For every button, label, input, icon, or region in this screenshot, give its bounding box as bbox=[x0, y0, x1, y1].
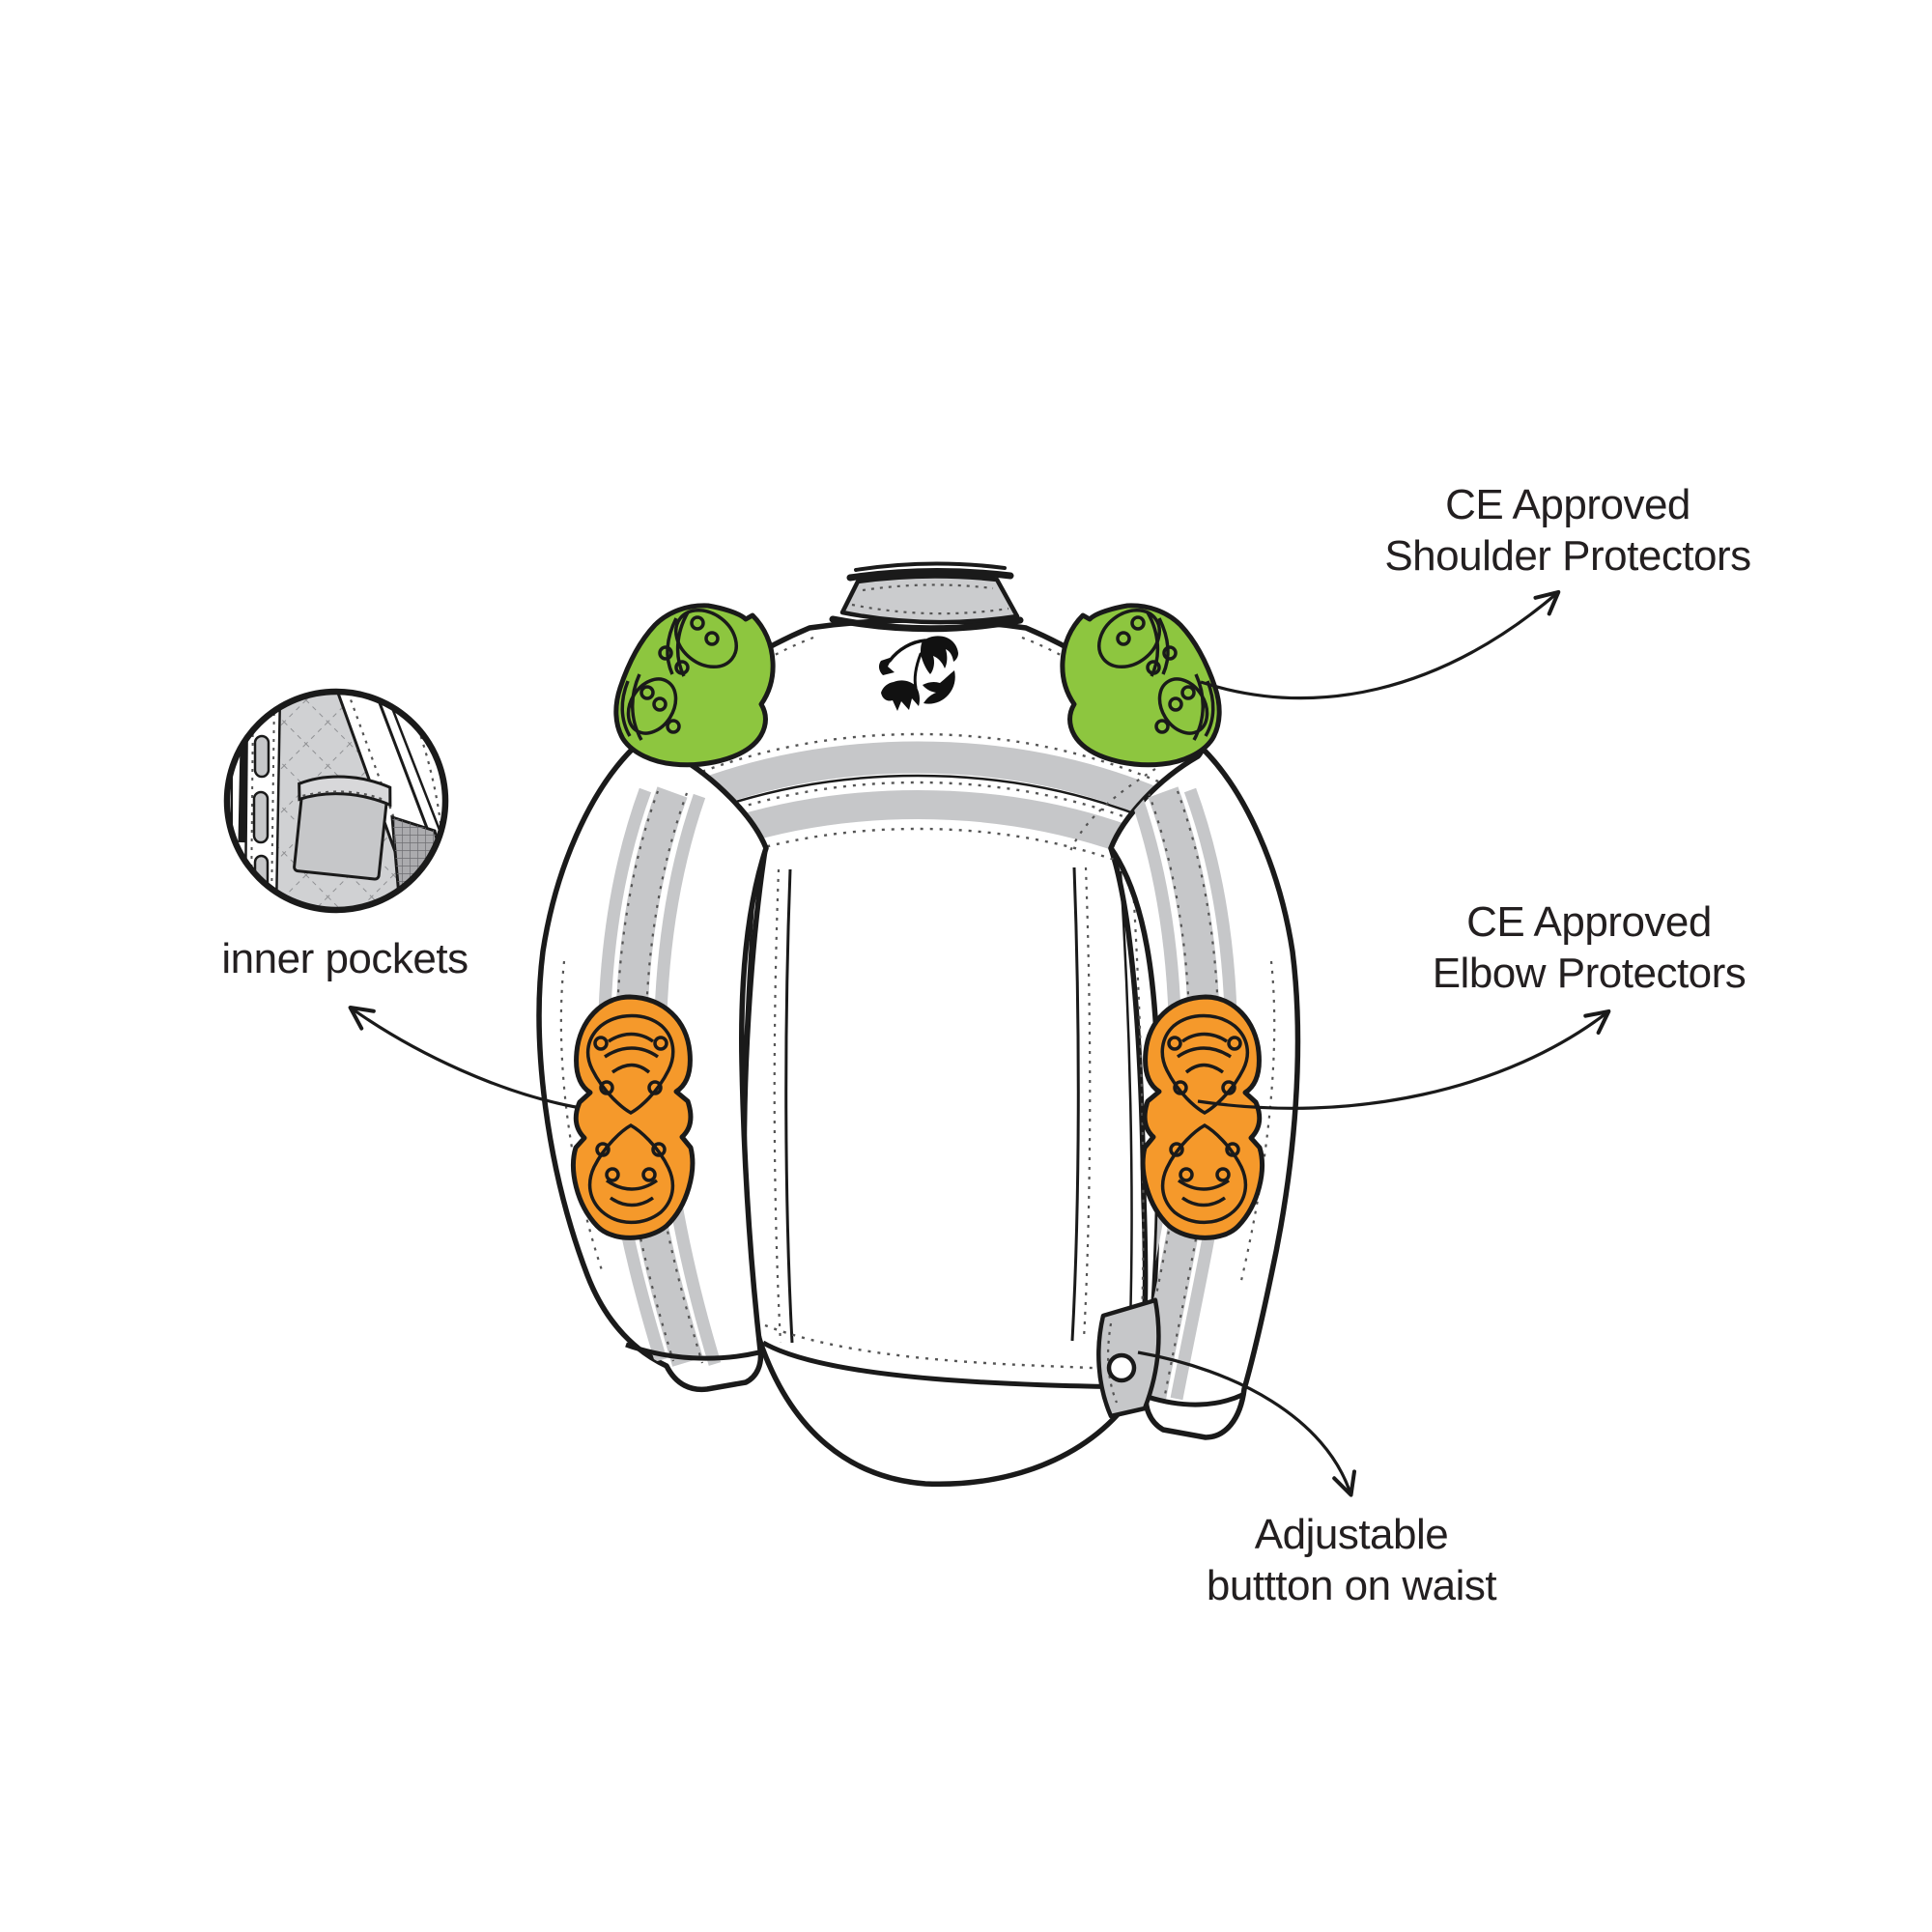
inner-pockets-label-text: inner pockets bbox=[221, 935, 469, 982]
jacket-back-view bbox=[536, 561, 1301, 1488]
callout-arrow-inner-pockets bbox=[348, 1006, 577, 1109]
shoulder-protector-left bbox=[613, 603, 776, 768]
inner-pocket bbox=[293, 775, 392, 881]
loop-slot bbox=[252, 790, 270, 844]
callout-arrow-shoulder bbox=[1200, 589, 1561, 700]
elbow-protector-left bbox=[571, 994, 696, 1240]
inner-pocket-inset bbox=[223, 688, 449, 914]
shoulder-protectors-label-line2: Shoulder Protectors bbox=[1384, 532, 1751, 580]
loop-slot bbox=[253, 734, 270, 779]
waist-button-label-line2: buttton on waist bbox=[1206, 1562, 1497, 1609]
inner-pockets-label: inner pockets bbox=[221, 933, 469, 984]
bear-logo-icon bbox=[878, 636, 958, 711]
elbow-protector-right bbox=[1140, 994, 1264, 1240]
right-cuff bbox=[1147, 1392, 1244, 1407]
shoulder-protectors-label: CE Approved Shoulder Protectors bbox=[1384, 479, 1751, 582]
shoulder-protector-right bbox=[1060, 603, 1222, 768]
waist-button-label: Adjustable buttton on waist bbox=[1206, 1509, 1497, 1611]
callout-arrows bbox=[348, 589, 1611, 1497]
inset-placket-strip bbox=[227, 692, 282, 910]
callout-arrow-waist bbox=[1137, 1350, 1356, 1497]
elbow-protectors-label-line1: CE Approved bbox=[1466, 898, 1712, 946]
waist-button bbox=[1106, 1352, 1137, 1383]
waist-adjuster-tab bbox=[1096, 1297, 1161, 1419]
jacket-collar bbox=[829, 561, 1024, 633]
elbow-protectors-label: CE Approved Elbow Protectors bbox=[1433, 896, 1747, 999]
shoulder-protectors-label-line1: CE Approved bbox=[1445, 481, 1690, 528]
waist-button-label-line1: Adjustable bbox=[1254, 1511, 1449, 1558]
callout-arrow-elbow bbox=[1197, 1009, 1611, 1110]
left-cuff bbox=[625, 1342, 760, 1361]
inset-circle-border bbox=[223, 688, 449, 914]
elbow-protectors-label-line2: Elbow Protectors bbox=[1432, 950, 1747, 997]
